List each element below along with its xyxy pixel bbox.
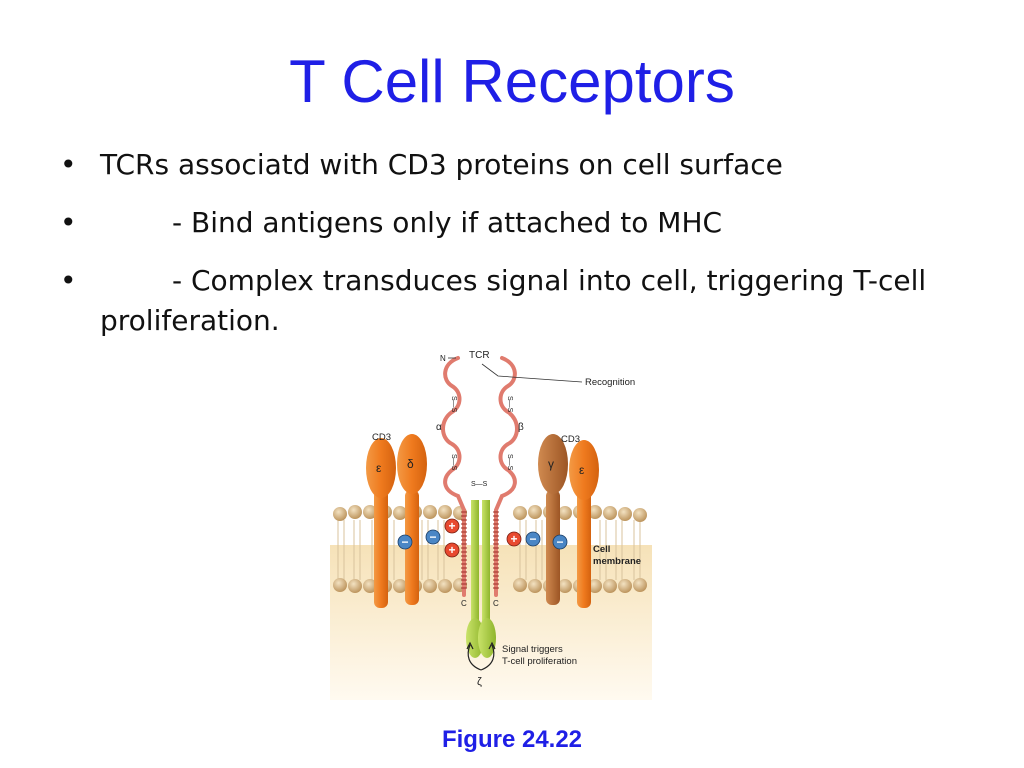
cell-membrane-label-2: membrane xyxy=(593,556,641,567)
bullet-item-3: • - Complex transduces signal into cell,… xyxy=(60,261,990,341)
gamma-label: γ xyxy=(548,457,554,471)
signal-label-2: T-cell proliferation xyxy=(502,656,577,667)
recognition-label: Recognition xyxy=(585,377,635,388)
cd3-left-delta xyxy=(397,434,427,605)
charges: + + + − − − − xyxy=(397,518,568,558)
c-terminus-alpha: C xyxy=(461,599,467,608)
bullet-item-1: • TCRs associatd with CD3 proteins on ce… xyxy=(60,145,990,185)
zeta-label: ζ xyxy=(477,676,482,688)
bullet-text: TCRs associatd with CD3 proteins on cell… xyxy=(100,148,783,181)
tcr-alpha-chain xyxy=(441,356,466,597)
cell-membrane-label-1: Cell xyxy=(593,544,610,555)
disulfide-interchain: S—S xyxy=(471,481,488,488)
tcr-cd3-diagram: + + + − − − − TCR N Recognition CD3 CD3 … xyxy=(330,340,652,700)
disulfide-beta-2: S—S xyxy=(506,454,513,471)
tcr-diagram-svg: + + + − − − − TCR N Recognition CD3 CD3 … xyxy=(330,350,652,700)
tcr-beta-chain xyxy=(494,356,519,597)
slide-title: T Cell Receptors xyxy=(289,48,735,115)
alpha-label: α xyxy=(436,422,442,433)
cd3-right-gamma xyxy=(538,434,568,605)
disulfide-alpha-2: S—S xyxy=(450,454,457,471)
bullet-list: • TCRs associatd with CD3 proteins on ce… xyxy=(60,145,990,359)
bullet-dot: • xyxy=(60,264,77,297)
cd3-right-label: CD3 xyxy=(561,434,580,445)
epsilon-right-label: ε xyxy=(579,463,585,477)
plus-sign: + xyxy=(448,543,455,557)
c-terminus-beta: C xyxy=(493,599,499,608)
signal-label-1: Signal triggers xyxy=(502,644,563,655)
bullet-dot: • xyxy=(60,148,77,181)
cd3-left-label: CD3 xyxy=(372,432,391,443)
recognition-leader xyxy=(481,363,583,383)
minus-sign: − xyxy=(401,535,408,549)
epsilon-left-label: ε xyxy=(376,461,382,475)
disulfide-beta-1: S—S xyxy=(506,396,513,413)
bullet-text: - Complex transduces signal into cell, t… xyxy=(100,264,927,337)
zeta-chains xyxy=(466,500,496,658)
cd3-left-epsilon xyxy=(366,438,396,608)
bullet-item-2: • - Bind antigens only if attached to MH… xyxy=(60,203,990,243)
plus-sign: + xyxy=(510,532,517,546)
figure-caption: Figure 24.22 xyxy=(441,726,583,753)
minus-sign: − xyxy=(556,535,563,549)
n-terminus-label: N xyxy=(440,354,446,363)
cd3-right-epsilon xyxy=(569,440,599,608)
minus-sign: − xyxy=(429,530,436,544)
plus-sign: + xyxy=(448,519,455,533)
tcr-label: TCR xyxy=(469,350,490,361)
bullet-dot: • xyxy=(60,206,77,239)
disulfide-alpha-1: S—S xyxy=(450,396,457,413)
tcr-transmembrane xyxy=(461,511,499,589)
delta-label: δ xyxy=(407,457,414,471)
signal-arrows xyxy=(466,641,496,671)
bullet-text: - Bind antigens only if attached to MHC xyxy=(172,206,723,239)
minus-sign: − xyxy=(529,532,536,546)
beta-label: β xyxy=(518,422,524,433)
